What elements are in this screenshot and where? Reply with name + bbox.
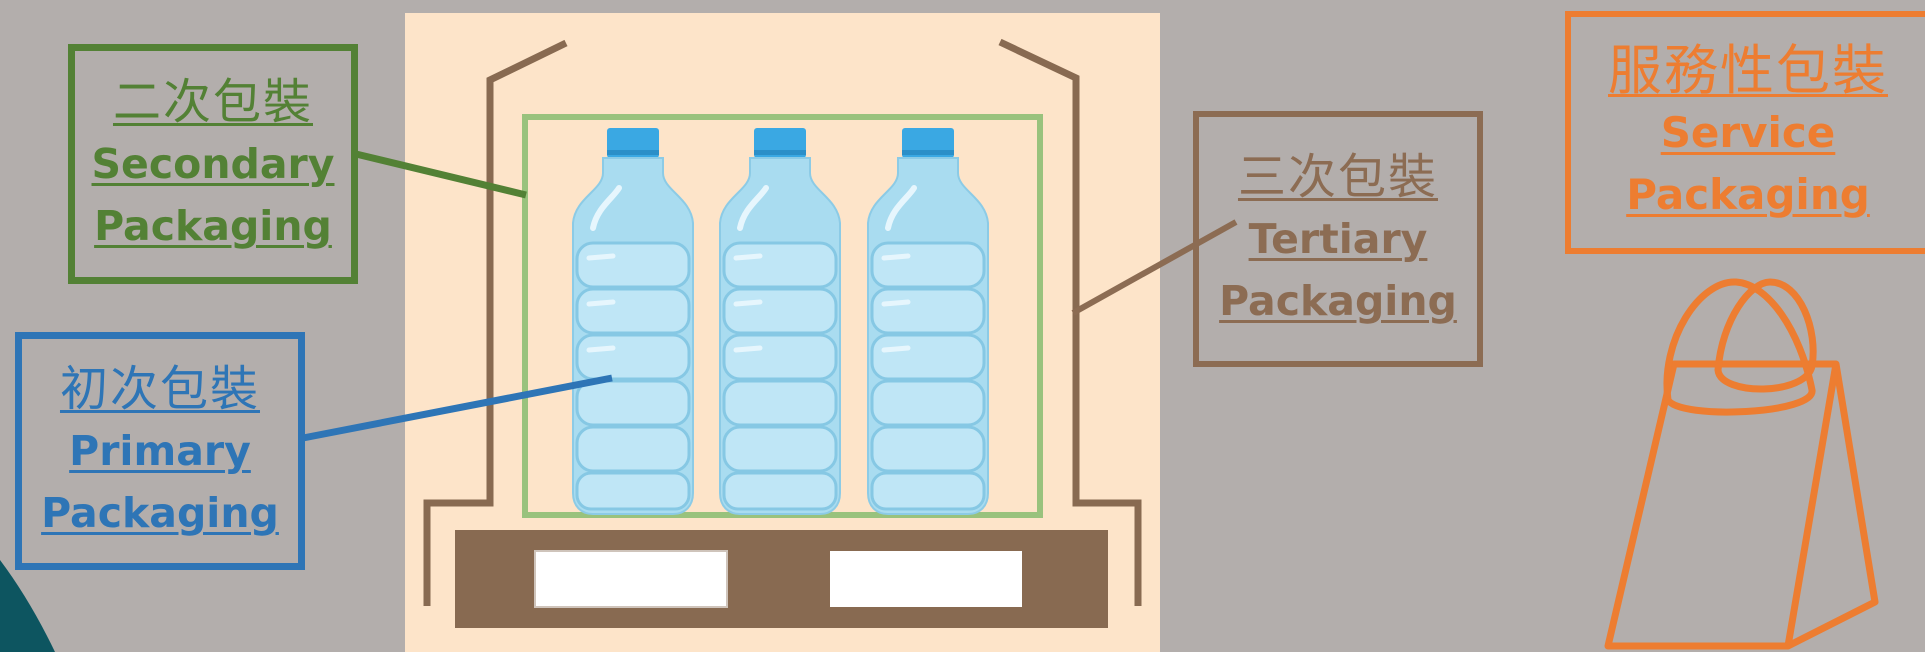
secondary-packaging-label: 二次包裝 Secondary Packaging [68, 44, 358, 284]
service-label-en-line2: Packaging [1626, 169, 1870, 219]
primary-label-zh: 初次包裝 [59, 361, 260, 417]
secondary-label-en-line2: Packaging [94, 202, 332, 250]
secondary-label-en-line1: Secondary [91, 140, 335, 188]
primary-label-en-line1: Primary [69, 427, 251, 475]
service-label-en-line1: Service [1660, 107, 1836, 157]
tertiary-packaging-label: 三次包裝 Tertiary Packaging [1193, 111, 1483, 367]
service-label-zh: 服務性包裝 [1608, 38, 1888, 102]
service-packaging-label: 服務性包裝 Service Packaging [1565, 11, 1925, 254]
teal-corner-decoration [0, 560, 55, 652]
primary-connector-line [302, 374, 613, 442]
secondary-label-zh: 二次包裝 [112, 74, 313, 130]
primary-label-en-line2: Packaging [41, 489, 279, 537]
secondary-connector-line [355, 150, 527, 199]
tertiary-label-zh: 三次包裝 [1237, 149, 1438, 205]
tertiary-label-en-line2: Packaging [1219, 277, 1457, 325]
pallet-icon [455, 530, 1108, 628]
primary-packaging-label: 初次包裝 Primary Packaging [15, 332, 305, 570]
tertiary-wrap-lines [423, 38, 1142, 606]
tertiary-connector-line [1071, 219, 1238, 316]
tertiary-label-en-line1: Tertiary [1248, 215, 1428, 263]
shopping-bag-icon [1604, 278, 1879, 650]
